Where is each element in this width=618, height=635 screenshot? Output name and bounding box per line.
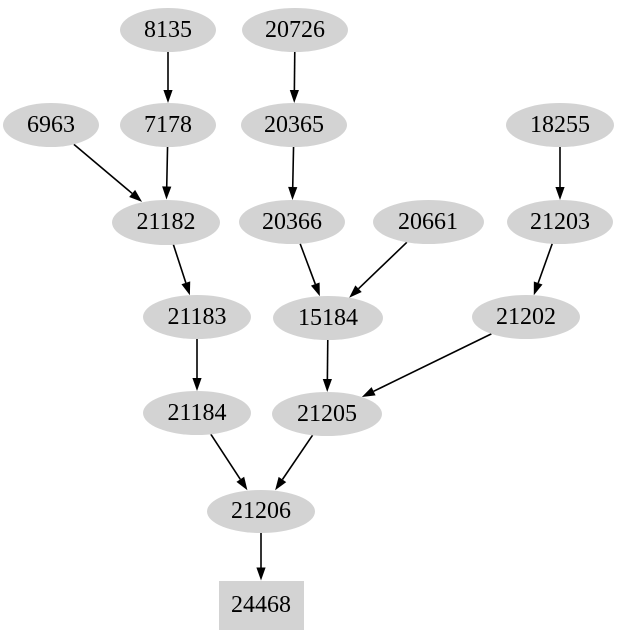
arrowhead-20365-20366 (288, 186, 298, 201)
graph-node-21184: 21184 (143, 391, 251, 435)
graph-node-15184: 15184 (273, 296, 383, 340)
edge-20365-20366 (291, 146, 295, 188)
edge-21203-21202 (537, 243, 553, 284)
graph-node-24468: 24468 (218, 580, 304, 630)
graph-node-20365: 20365 (241, 103, 347, 147)
arrowhead-6963-21182 (129, 189, 143, 202)
graph-node-21202: 21202 (472, 295, 580, 339)
graph-node-20366: 20366 (239, 200, 345, 244)
node-label: 20366 (262, 209, 322, 235)
edge-21205-21206 (281, 434, 314, 480)
node-label: 21184 (167, 400, 227, 426)
arrowhead-7178-21182 (162, 186, 172, 200)
arrowhead-20726-20365 (289, 89, 299, 104)
node-label: 21205 (297, 401, 357, 427)
arrowhead-21182-21183 (181, 281, 191, 296)
node-label: 21206 (231, 498, 291, 524)
arrowhead-21183-21184 (192, 378, 202, 391)
node-label: 6963 (27, 112, 75, 138)
node-label: 20726 (265, 17, 325, 43)
graph-node-21205: 21205 (272, 392, 382, 436)
arrowhead-21203-21202 (533, 281, 543, 296)
node-label: 15184 (298, 305, 358, 331)
node-label: 24468 (231, 592, 291, 618)
arrowhead-15184-21205 (322, 378, 332, 393)
edge-20661-15184 (357, 241, 408, 290)
arrowhead-20661-15184 (349, 285, 362, 298)
graph-node-18255: 18255 (506, 103, 614, 147)
graph-node-21206: 21206 (207, 489, 315, 533)
graph-node-8135: 8135 (120, 8, 216, 52)
node-label: 21182 (136, 209, 196, 235)
graph-node-7178: 7178 (120, 103, 216, 147)
node-label: 20365 (264, 112, 324, 138)
edge-21184-21206 (210, 433, 241, 480)
arrowhead-21205-21206 (275, 476, 287, 491)
graph-node-20661: 20661 (372, 200, 484, 244)
node-label: 8135 (144, 17, 192, 43)
node-label: 21203 (530, 209, 590, 235)
node-label: 21202 (496, 304, 556, 330)
arrowhead-21202-21205 (361, 387, 376, 397)
node-label: 21183 (167, 304, 227, 330)
edge-6963-21182 (73, 143, 133, 195)
edge-21202-21205 (373, 333, 492, 393)
arrowhead-18255-21203 (555, 187, 565, 200)
arrowhead-20366-15184 (310, 282, 320, 297)
node-label: 18255 (530, 112, 590, 138)
arrowhead-21184-21206 (236, 476, 248, 491)
edge-20366-15184 (299, 243, 317, 285)
graph-node-21203: 21203 (507, 200, 613, 244)
arrowhead-8135-7178 (163, 90, 173, 103)
arrowhead-21206-24468 (256, 567, 266, 581)
graph-node-6963: 6963 (3, 103, 99, 147)
edge-7178-21182 (165, 146, 169, 187)
node-label: 20661 (398, 209, 458, 235)
edge-21182-21183 (172, 244, 187, 284)
graph-node-20726: 20726 (242, 8, 348, 52)
graph-node-21182: 21182 (112, 199, 220, 245)
node-label: 7178 (144, 112, 192, 138)
graph-node-21183: 21183 (143, 295, 251, 339)
